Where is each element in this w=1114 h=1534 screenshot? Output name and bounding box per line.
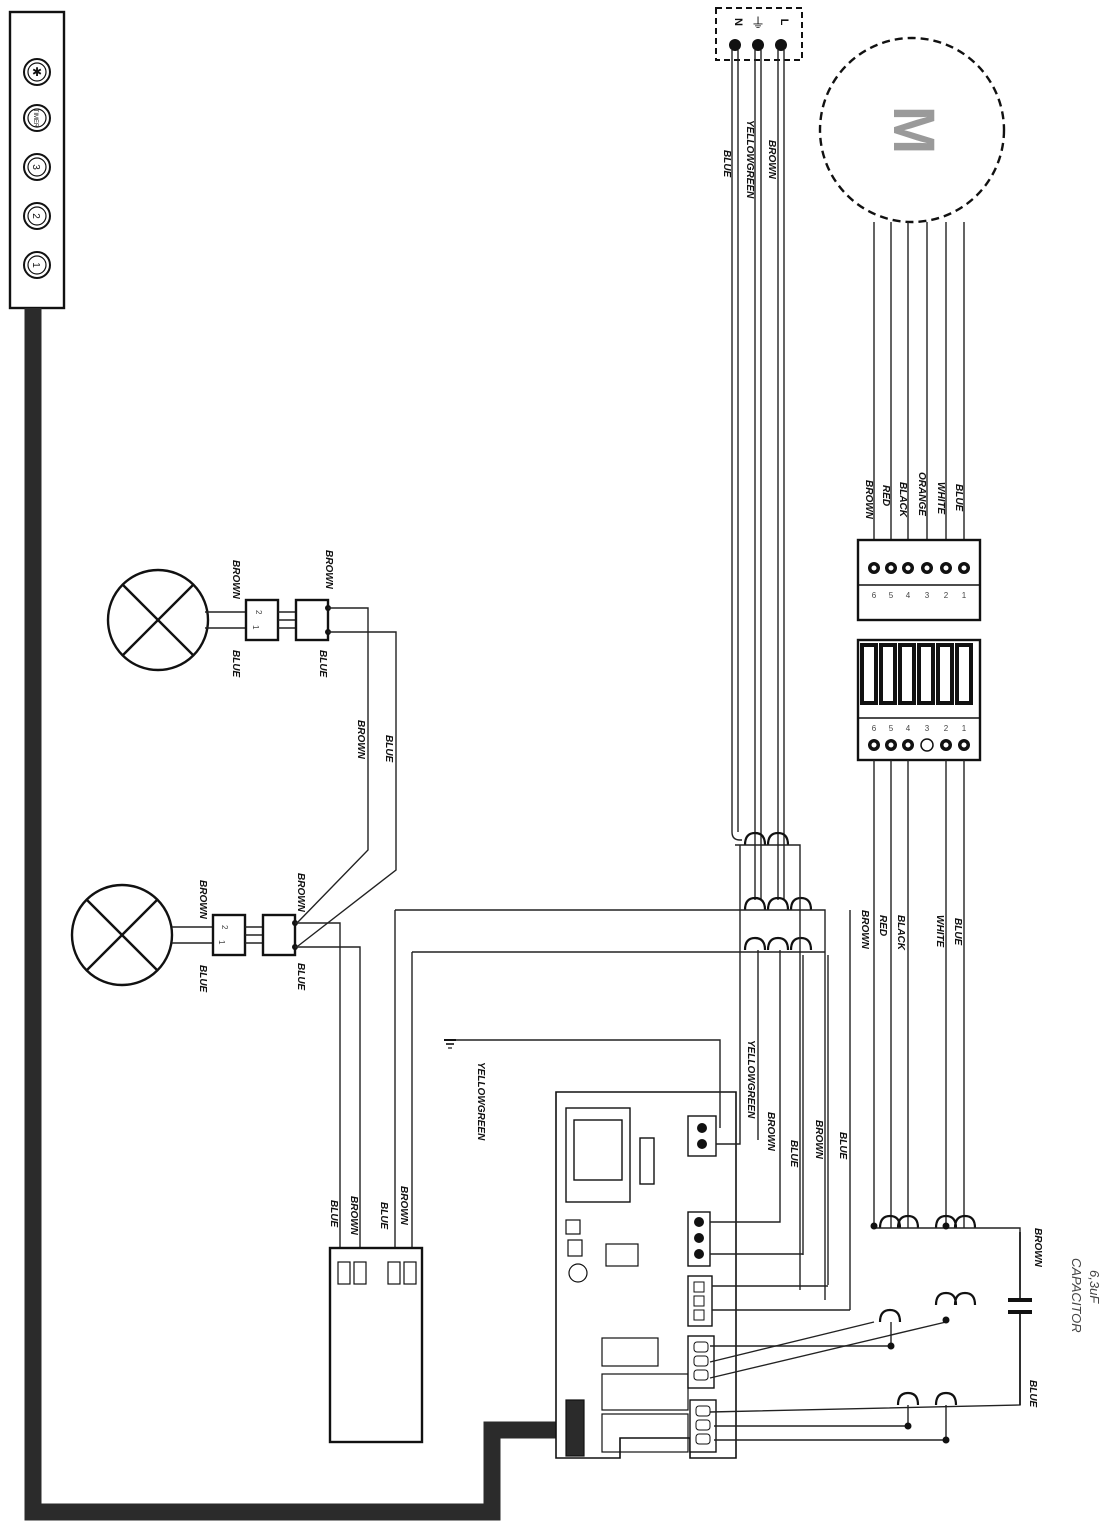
motor-symbol: M [881,106,946,154]
capacitor-title: CAPACITOR [1069,1258,1084,1333]
lamp-lower-in-right-label: BROWN [197,880,208,920]
lamp-lower-out-right-label: BROWN [295,873,306,913]
driver-wire-4-label: BROWN [398,1186,409,1226]
driver-wire-1-label: BLUE [328,1200,339,1228]
button-speed-2-label: 2 [30,213,41,219]
motor-wires: BROWN RED BLACK ORANGE WHITE BLUE [863,222,965,558]
motor-plug: 6 5 4 3 2 1 [856,538,982,622]
socket-pin-1: 1 [962,724,967,733]
plug-pin-2: 2 [944,591,949,600]
run-wire-2-label: RED [877,915,888,936]
board-wire-a-label: BROWN [765,1112,776,1152]
button-speed-3[interactable]: 3 [23,153,51,181]
terminal-n-label: N [732,18,744,26]
button-speed-1[interactable]: 1 [23,251,51,279]
motor-wire-3-label: BLACK [897,482,908,518]
motor: M [818,36,1006,224]
run-wire-5-label: BLUE [952,918,963,946]
plug-pin-4: 4 [906,591,911,600]
motor-wire-1-label: BROWN [863,480,874,520]
lamp-lower: 1 2 BLUE BROWN BLUE BROWN [70,873,306,993]
plug-pin-3: 3 [925,591,930,600]
socket-pin-5: 5 [889,724,894,733]
led-driver: BLUE BROWN BLUE BROWN [328,1186,424,1444]
driver-wire-2-label: BROWN [348,1196,359,1236]
plug-pin-6: 6 [872,591,877,600]
relay-wiring [709,1214,1021,1444]
board-earth-label: YELLOWGREEN [475,1062,486,1141]
lamp-upper-in-right-label: BROWN [230,560,241,600]
run-wire-4-label: WHITE [934,915,945,948]
board-wires: BROWN BLUE BROWN BLUE [710,1112,850,1311]
lamp-lower-out-left-label: BLUE [295,963,306,991]
capacitor-wire-bottom-label: BLUE [1027,1380,1038,1408]
terminal-l-label: L [778,19,790,26]
board-wire-d-label: BLUE [837,1132,848,1160]
motor-run-wires: BROWN RED BLACK WHITE BLUE [859,760,965,1228]
ribbon-cable [24,308,565,1521]
supply-wire-l-label: BROWN [766,140,777,180]
motor-wire-6-label: BLUE [953,484,964,512]
plug-pin-1: 1 [962,591,967,600]
motor-wire-2-label: RED [880,485,891,506]
socket-pin-3: 3 [925,724,930,733]
socket-pin-4: 4 [906,724,911,733]
lamp-link-wires: BROWN BLUE [295,607,413,1262]
motor-wire-4-label: ORANGE [916,472,927,516]
supply-wires: BLUE YELLOWGREEN BROWN [721,50,785,900]
control-panel: ✱ TIMER 3 2 1 [8,10,66,310]
lamp-upper-in-left-label: BLUE [230,650,241,678]
motor-wire-5-label: WHITE [935,482,946,515]
socket-pin-2: 2 [944,724,949,733]
board-wire-c-label: BROWN [813,1120,824,1160]
lamp-upper-out-left-label: BLUE [317,650,328,678]
lamp-lower-pin-1: 1 [217,940,226,945]
supply-wire-n-label: BLUE [721,150,732,178]
button-speed-3-label: 3 [30,164,41,170]
lamp-upper: 1 2 BLUE BROWN BLUE BROWN [106,550,334,678]
light-icon: ✱ [32,65,42,79]
button-timer[interactable]: TIMER [23,104,51,132]
lamp-lower-in-left-label: BLUE [197,965,208,993]
control-board [555,1091,737,1459]
socket-pin-6: 6 [872,724,877,733]
lamp-upper-pin-1: 1 [251,625,260,630]
motor-socket: 6 5 4 3 2 1 [856,638,982,762]
board-earth: YELLOWGREEN YELLOWGREEN [444,1039,756,1145]
lamp-upper-out-right-label: BROWN [323,550,334,590]
run-wire-3-label: BLACK [895,915,906,951]
bus-lines [395,844,851,1310]
lamp-link-wire-2-label: BLUE [383,735,394,763]
supply-terminal: N ⏚ L [715,7,803,61]
board-earth2-label: YELLOWGREEN [745,1040,756,1119]
crossover-loops [743,831,813,951]
lamp-upper-pin-2: 2 [254,610,263,615]
button-speed-1-label: 1 [30,262,41,268]
plug-pin-5: 5 [889,591,894,600]
capacitor: BROWN BLUE CAPACITOR 6,3uF [1008,1228,1102,1408]
timer-icon: TIMER [32,109,38,128]
button-light[interactable]: ✱ [23,58,51,86]
run-wire-1-label: BROWN [859,910,870,950]
lamp-lower-pin-2: 2 [220,925,229,930]
driver-wire-3-label: BLUE [378,1202,389,1230]
supply-wire-earth-label: YELLOWGREEN [744,120,755,199]
capacitor-value: 6,3uF [1087,1270,1102,1304]
earth-icon: ⏚ [751,16,765,32]
lamp-link-wire-1-label: BROWN [355,720,366,760]
button-speed-2[interactable]: 2 [23,202,51,230]
capacitor-wire-top-label: BROWN [1032,1228,1043,1268]
board-wire-b-label: BLUE [788,1140,799,1168]
